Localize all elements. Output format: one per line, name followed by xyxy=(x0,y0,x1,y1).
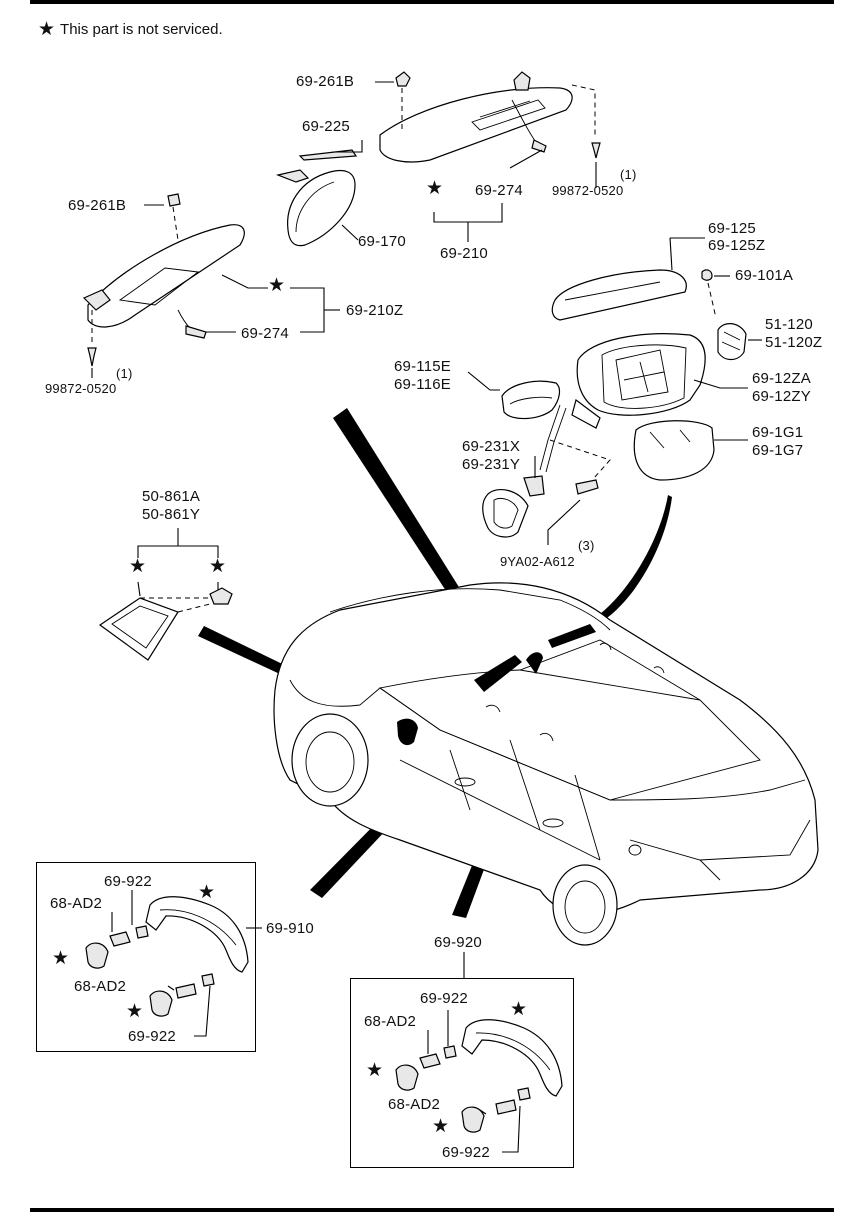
part-label: 50-861A xyxy=(142,488,201,505)
part-label: 69-922 xyxy=(442,1144,490,1161)
rearview-mirror xyxy=(275,149,358,247)
grip-group-box-front xyxy=(36,862,256,1052)
part-label: 69-922 xyxy=(128,1028,176,1045)
assist-grip-rear xyxy=(395,1019,563,1133)
assist-grip-front xyxy=(85,896,249,1017)
part-label: 69-115E xyxy=(394,358,451,375)
star-icon: ★ xyxy=(268,275,286,296)
part-label: 69-170 xyxy=(358,233,406,250)
star-icon: ★ xyxy=(432,1116,450,1137)
sun-visor-left xyxy=(82,193,245,367)
note-text: This part is not serviced. xyxy=(60,21,223,38)
star-icon: ★ xyxy=(129,556,147,577)
part-label: 69-910 xyxy=(266,920,314,937)
part-label: 69-261B xyxy=(296,73,355,90)
part-label: 50-861Y xyxy=(142,506,201,523)
part-label: 69-920 xyxy=(434,934,482,951)
part-label: 69-231X xyxy=(462,438,521,455)
star-icon: ★ xyxy=(126,1001,144,1022)
star-icon: ★ xyxy=(209,556,227,577)
star-icon: ★ xyxy=(510,999,528,1020)
top-rule xyxy=(30,0,834,4)
part-label: 69-922 xyxy=(104,873,152,890)
part-label: 68-AD2 xyxy=(388,1096,441,1113)
part-label: 69-231Y xyxy=(462,456,521,473)
sedan-car xyxy=(273,582,819,946)
part-label: 99872-0520 xyxy=(45,381,117,396)
part-label: 68-AD2 xyxy=(364,1013,417,1030)
part-label: 99872-0520 xyxy=(552,183,624,198)
star-icon: ★ xyxy=(426,178,444,199)
star-icon: ★ xyxy=(52,948,70,969)
star-icon: ★ xyxy=(38,19,56,40)
sun-visor-right xyxy=(379,71,601,163)
part-label: 51-120 xyxy=(765,316,813,333)
not-serviced-note: ★ This part is not serviced. xyxy=(38,20,223,39)
part-label: 69-261B xyxy=(68,197,127,214)
star-icon: ★ xyxy=(198,882,216,903)
part-label: 69-922 xyxy=(420,990,468,1007)
part-label: 51-120Z xyxy=(765,334,823,351)
pointer-wedge-mirror xyxy=(600,495,672,620)
star-icon: ★ xyxy=(366,1060,384,1081)
part-qty: (1) xyxy=(620,167,637,182)
door-mirror xyxy=(482,269,747,538)
part-label: 69-125Z xyxy=(708,237,766,254)
part-label: 9YA02-A612 xyxy=(500,554,575,569)
part-label: 68-AD2 xyxy=(50,895,103,912)
part-label: 69-125 xyxy=(708,220,756,237)
part-label: 69-1G1 xyxy=(752,424,804,441)
part-label: 69-210 xyxy=(440,245,488,262)
part-label: 69-1G7 xyxy=(752,442,804,459)
part-qty: (1) xyxy=(116,366,133,381)
part-label: 69-210Z xyxy=(346,302,404,319)
bottom-rule xyxy=(30,1208,834,1212)
triangle-glass xyxy=(98,587,233,661)
part-label: 69-274 xyxy=(475,182,523,199)
part-label: 69-12ZY xyxy=(752,388,811,405)
part-label: 69-116E xyxy=(394,376,451,393)
grip-group-box-rear xyxy=(350,978,574,1168)
part-qty: (3) xyxy=(578,538,595,553)
part-label: 69-12ZA xyxy=(752,370,811,387)
pointer-wedge-visor xyxy=(333,408,492,646)
part-label: 69-274 xyxy=(241,325,289,342)
part-label: 69-225 xyxy=(302,118,350,135)
part-label: 68-AD2 xyxy=(74,978,127,995)
part-label: 69-101A xyxy=(735,267,794,284)
